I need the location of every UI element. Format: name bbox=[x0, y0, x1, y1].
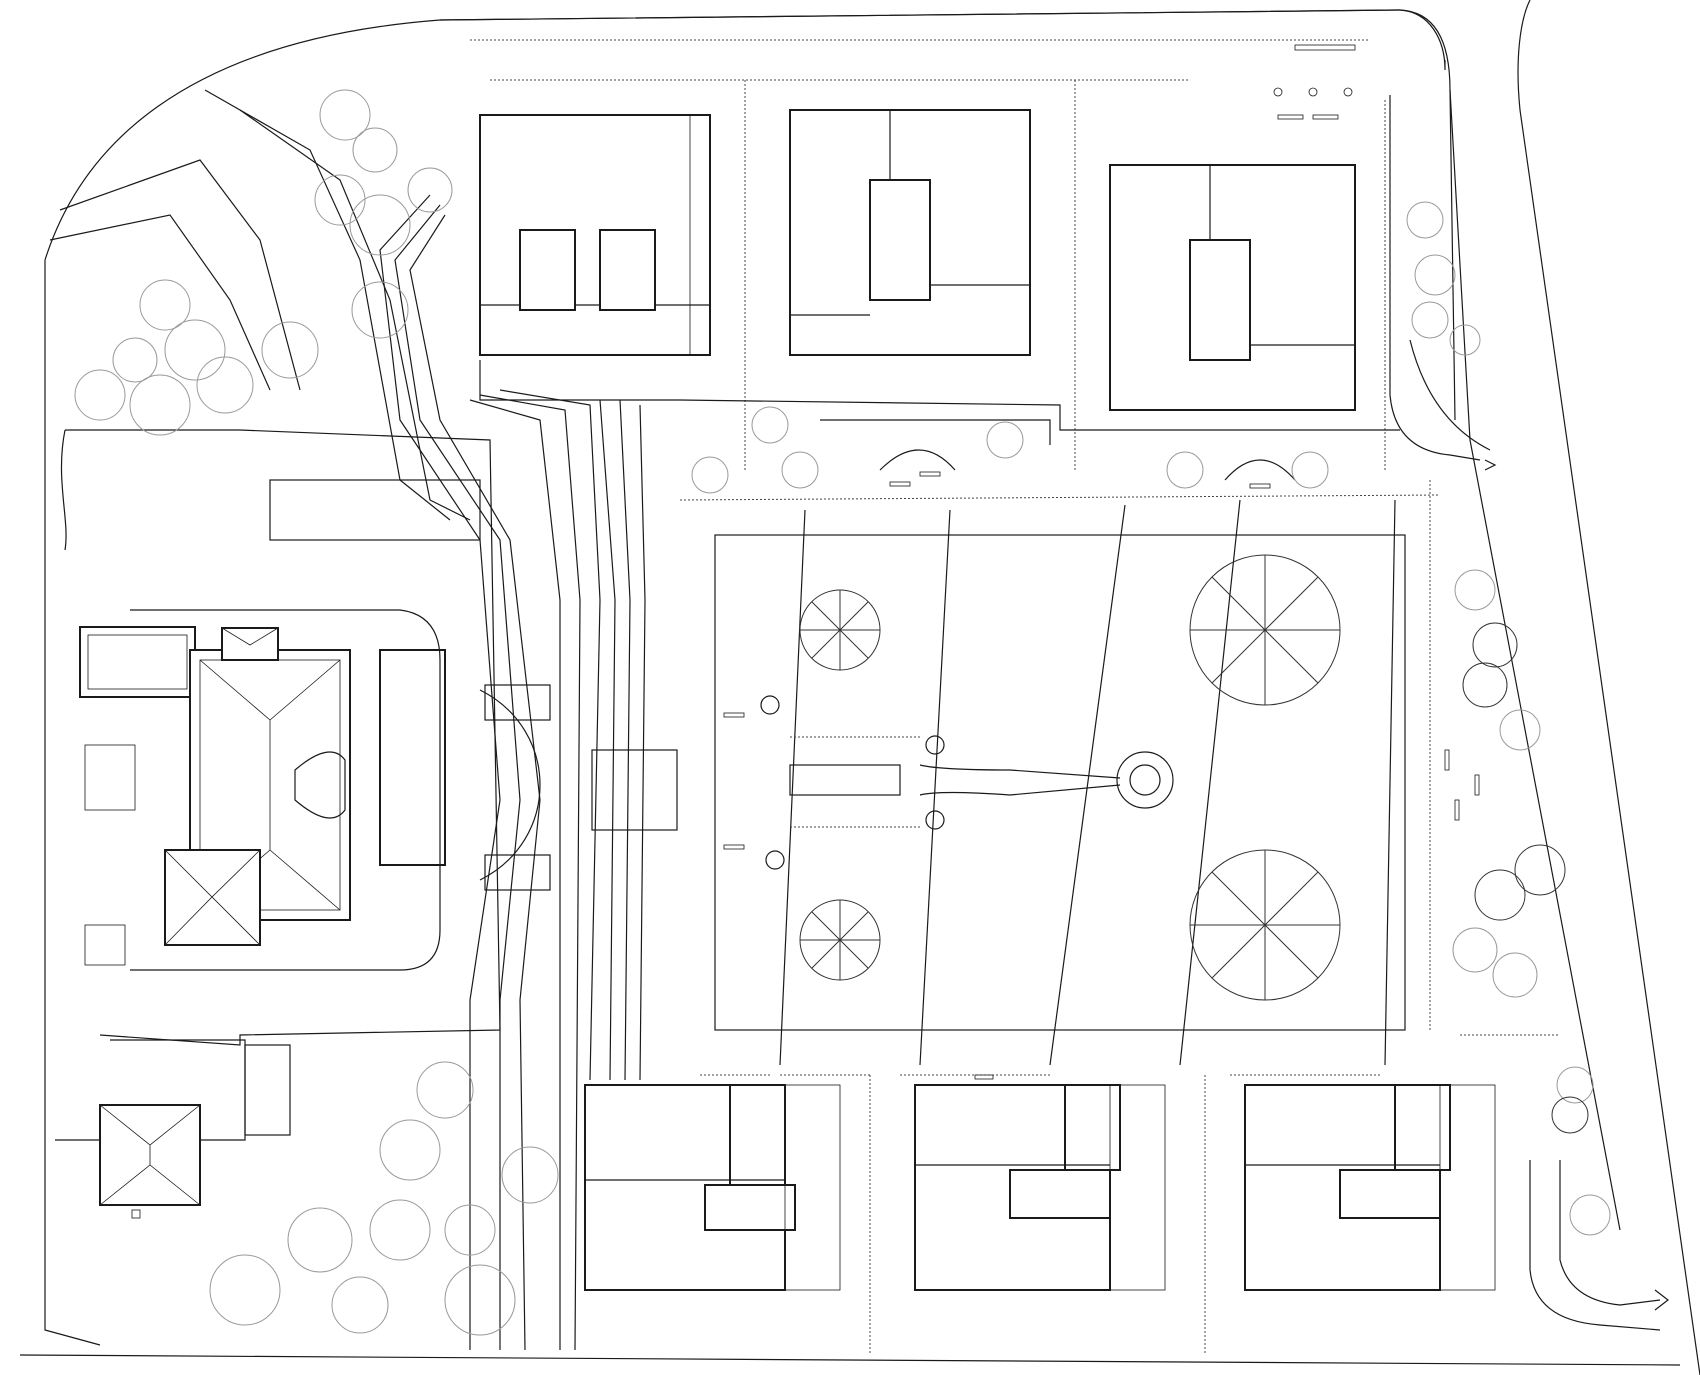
tree-cluster-east bbox=[1406, 201, 1611, 1236]
access-road-north bbox=[1389, 95, 1497, 471]
central-axis bbox=[723, 695, 1174, 870]
misc-markers bbox=[974, 87, 1480, 1080]
villa-north-2 bbox=[789, 109, 1031, 356]
large-tree-1 bbox=[799, 589, 881, 671]
outbuilding bbox=[55, 1039, 246, 1219]
villa-north-3 bbox=[1109, 164, 1356, 411]
manor-terrace bbox=[60, 429, 541, 1046]
north-hedge bbox=[470, 39, 1370, 81]
site-boundary bbox=[19, 0, 1700, 1375]
villa-south-2 bbox=[914, 1084, 1166, 1291]
large-tree-2 bbox=[799, 899, 881, 981]
villa-south-3 bbox=[1244, 1084, 1496, 1291]
large-tree-4 bbox=[1189, 849, 1341, 1001]
large-tree-3 bbox=[1189, 554, 1341, 706]
access-road-south bbox=[1529, 1160, 1669, 1331]
tree-cluster-southwest bbox=[209, 1061, 559, 1336]
central-lawn bbox=[714, 449, 1406, 1066]
villa-south-1 bbox=[584, 1084, 841, 1291]
arrow-icon bbox=[1654, 1289, 1669, 1311]
tree-cluster-west bbox=[74, 89, 453, 436]
arrow-icon bbox=[1484, 459, 1497, 471]
south-hedges bbox=[700, 1034, 1560, 1076]
dividers bbox=[479, 80, 1441, 1355]
fountain-circle bbox=[1116, 751, 1174, 809]
stairs bbox=[244, 684, 678, 1136]
manor-house bbox=[79, 626, 446, 966]
tree-cluster-courtyard bbox=[691, 406, 1329, 494]
villa-north-1 bbox=[479, 114, 711, 356]
contour-lines bbox=[49, 89, 646, 1351]
